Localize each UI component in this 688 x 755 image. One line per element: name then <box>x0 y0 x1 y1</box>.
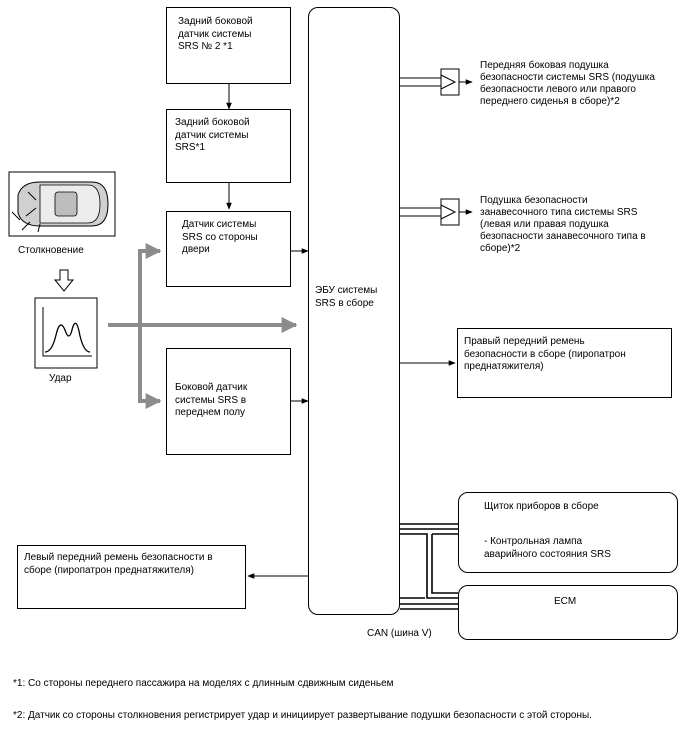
instrument-cluster-title: Щиток приборов в сборе <box>484 501 599 512</box>
rear-side-sensor-label: Задний боковой датчик системы SRS*1 <box>175 117 250 153</box>
connector-icon <box>440 68 473 96</box>
collision-label: Столкновение <box>18 245 84 256</box>
footnote-1: *1: Со стороны переднего пассажира на мо… <box>13 678 394 689</box>
srs-ecu-label: ЭБУ системы SRS в сборе <box>315 285 378 309</box>
right-belt-box: Правый передний ремень безопасности в сб… <box>457 328 672 398</box>
connector-icon <box>440 198 473 226</box>
ecm-box: ECM <box>458 585 678 640</box>
can-bus-lines <box>400 523 458 610</box>
rear-side-sensor-box: Задний боковой датчик системы SRS*1 <box>166 109 291 183</box>
impact-graph-icon <box>34 297 98 369</box>
rear-side-sensor-2-label: Задний боковой датчик системы SRS № 2 *1 <box>178 16 253 52</box>
front-airbag-label: Передняя боковая подушка безопасности си… <box>480 60 655 107</box>
door-sensor-label: Датчик системы SRS со стороны двери <box>182 219 258 255</box>
srs-ecu-box: ЭБУ системы SRS в сборе <box>308 7 400 615</box>
ecm-label: ECM <box>554 596 577 607</box>
footnote-2: *2: Датчик со стороны столкновения регис… <box>13 710 592 721</box>
down-arrow-icon <box>53 269 75 292</box>
curtain-airbag-label: Подушка безопасности занавесочного типа … <box>480 195 646 254</box>
floor-sensor-label: Боковой датчик системы SRS в переднем по… <box>175 382 248 418</box>
floor-sensor-box: Боковой датчик системы SRS в переднем по… <box>166 348 291 455</box>
impact-label: Удар <box>49 373 72 384</box>
left-belt-box: Левый передний ремень безопасности в сбо… <box>17 545 246 609</box>
instrument-cluster-item: - Контрольная лампа аварийного состояния… <box>484 536 611 560</box>
right-belt-label: Правый передний ремень безопасности в сб… <box>464 336 626 372</box>
can-bus-label: CAN (шина V) <box>367 628 432 639</box>
instrument-cluster-box: Щиток приборов в сборе - Контрольная лам… <box>458 492 678 573</box>
car-collision-icon <box>8 171 116 237</box>
rear-side-sensor-2-box: Задний боковой датчик системы SRS № 2 *1 <box>166 7 291 84</box>
left-belt-label: Левый передний ремень безопасности в сбо… <box>24 552 213 576</box>
impact-arrows <box>108 243 298 409</box>
door-sensor-box: Датчик системы SRS со стороны двери <box>166 211 291 287</box>
